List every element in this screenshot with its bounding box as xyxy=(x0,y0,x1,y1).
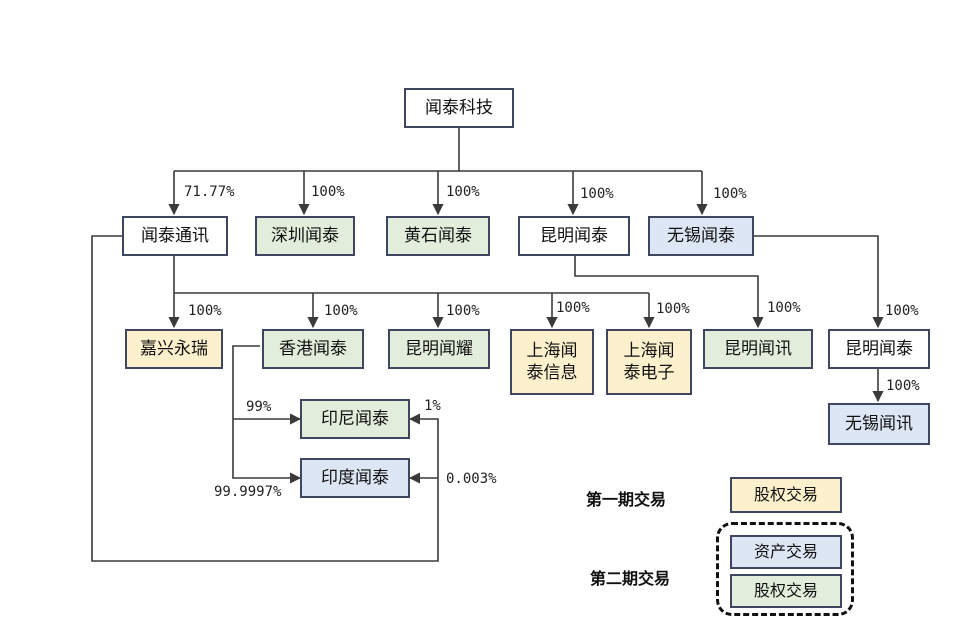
pct-to-hongkong: 100% xyxy=(324,303,358,319)
node-kunming-wentai: 昆明闻泰 xyxy=(518,216,630,256)
pct-to-shenzhen: 100% xyxy=(311,184,345,200)
node-kunming-wenxun: 昆明闻讯 xyxy=(703,329,813,369)
node-wuxi-wentai: 无锡闻泰 xyxy=(648,216,754,256)
pct-hk-to-india: 99.9997% xyxy=(214,484,282,500)
legend-phase2-label: 第二期交易 xyxy=(590,569,671,588)
pct-to-kunming-wentai-2: 100% xyxy=(885,303,919,319)
node-kunming-wentai-2: 昆明闻泰 xyxy=(828,329,930,369)
node-indonesia-wentai: 印尼闻泰 xyxy=(300,399,410,439)
legend-phase2-dashed-group xyxy=(716,522,854,616)
pct-to-wuxi: 100% xyxy=(713,186,747,202)
pct-to-huangshi: 100% xyxy=(446,184,480,200)
node-hongkong-wentai: 香港闻泰 xyxy=(262,329,364,369)
pct-hk-to-indonesia: 99% xyxy=(246,399,272,415)
node-wentai-tongxun: 闻泰通讯 xyxy=(122,216,228,256)
node-shanghai-wentai-elec: 上海闻 泰电子 xyxy=(606,329,692,395)
node-india-wentai: 印度闻泰 xyxy=(300,458,410,498)
node-shenzhen-wentai: 深圳闻泰 xyxy=(255,216,355,256)
node-wentai-keji: 闻泰科技 xyxy=(404,88,514,128)
edge-wuxi-to-kunming2 xyxy=(754,235,884,329)
legend-phase2-equity-box: 股权交易 xyxy=(730,574,842,608)
node-wuxi-wenxun: 无锡闻讯 xyxy=(828,403,930,445)
pct-to-tongxun: 71.77% xyxy=(184,184,235,200)
pct-to-shanghai-elec: 100% xyxy=(656,301,690,317)
edge-kunming-to-wenxun xyxy=(574,256,764,329)
pct-tongxun-to-indonesia: 1% xyxy=(424,398,441,414)
pct-to-kunming-wenxun: 100% xyxy=(767,300,801,316)
node-huangshi-wentai: 黄石闻泰 xyxy=(386,216,490,256)
edge-tongxun-to-indonesia xyxy=(91,235,439,562)
pct-to-kunming: 100% xyxy=(580,186,614,202)
legend-phase2-asset-box: 资产交易 xyxy=(730,535,842,569)
pct-to-shanghai-info: 100% xyxy=(556,300,590,316)
legend-phase1-label: 第一期交易 xyxy=(586,490,667,509)
pct-to-wuxi-wenxun: 100% xyxy=(886,378,920,394)
node-shanghai-wentai-info: 上海闻 泰信息 xyxy=(510,329,594,395)
node-kunming-wenyao: 昆明闻耀 xyxy=(388,329,490,369)
pct-to-kunming-wenyao: 100% xyxy=(446,303,480,319)
pct-tongxun-to-india: 0.003% xyxy=(446,471,497,487)
node-jiaxing-yongrui: 嘉兴永瑞 xyxy=(125,329,223,369)
edge-hk-to-india xyxy=(232,345,302,484)
legend-phase1-equity-box: 股权交易 xyxy=(730,477,842,513)
pct-to-jiaxing: 100% xyxy=(188,303,222,319)
